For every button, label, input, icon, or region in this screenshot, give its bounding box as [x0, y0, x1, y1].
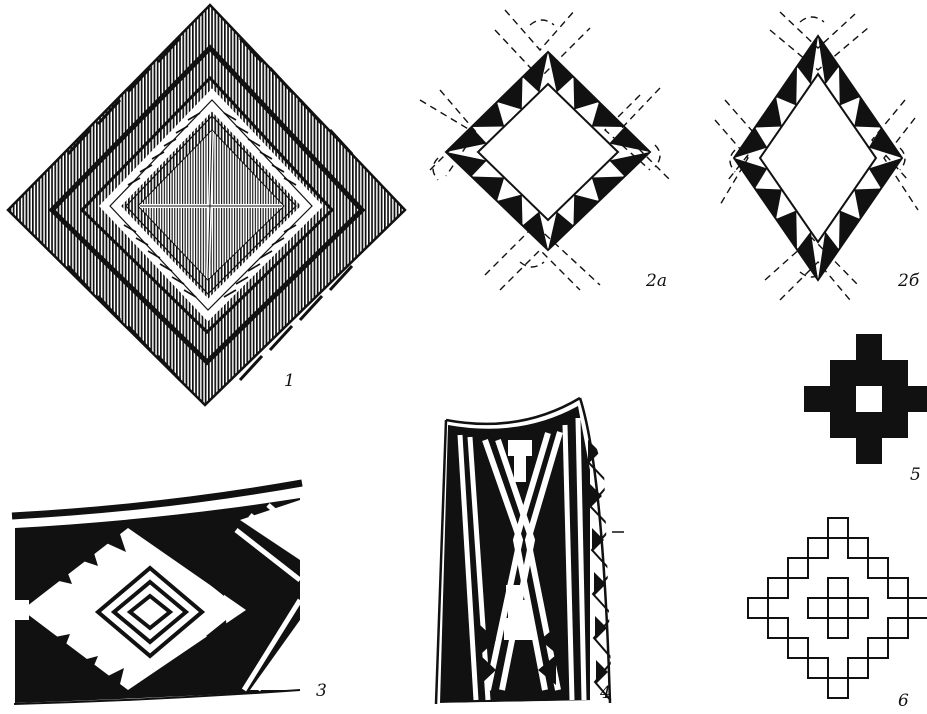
stepped-cross-cell [830, 386, 856, 412]
stepped-cross-cell [856, 412, 882, 438]
stepped-cross-cell [882, 386, 908, 412]
frieze-triangle [497, 77, 523, 110]
stepped-rhombus-cell [828, 578, 848, 598]
frieze-triangle [854, 97, 881, 128]
stepped-rhombus-cell [828, 678, 848, 698]
stepped-rhombus-cell [848, 658, 868, 678]
stepped-rhombus-cell [768, 618, 788, 638]
stepped-cross-cell [830, 412, 856, 438]
frieze-triangle [776, 67, 797, 106]
figure-2a-triangle-rhombus: 2a [420, 10, 670, 291]
figure-6-outlined-stepped-rhombus: 6 [748, 518, 927, 711]
stepped-rhombus-cell [828, 518, 848, 538]
stepped-rhombus-cell [848, 598, 868, 618]
figure-2b-triangle-rhombus: 2б [715, 12, 920, 300]
stepped-rhombus-cell [828, 618, 848, 638]
stepped-cross-cell [908, 386, 927, 412]
stepped-cross-cell [856, 334, 882, 360]
stepped-rhombus-cell [808, 598, 828, 618]
stepped-rhombus-cell [768, 578, 788, 598]
figure-6-label: 6 [898, 691, 909, 711]
stepped-rhombus-cell [848, 538, 868, 558]
frieze-triangle [755, 97, 782, 128]
frieze-triangle [839, 211, 860, 250]
figure-1-label: 1 [284, 371, 295, 391]
stepped-cross-cell [804, 386, 830, 412]
stepped-cross-cell [856, 438, 882, 464]
figure-2b-label: 2б [897, 271, 920, 291]
figure-4-vessel-fragment: 4 [436, 395, 624, 705]
stepped-rhombus-cell [888, 618, 908, 638]
stepped-rhombus-cell [788, 638, 808, 658]
stepped-rhombus-cell [908, 598, 927, 618]
frieze-triangle [472, 177, 505, 202]
stepped-rhombus-cell [808, 538, 828, 558]
frieze-triangle [497, 195, 523, 226]
stepped-cross-cell [830, 360, 856, 386]
stepped-rhombus-cell [808, 658, 828, 678]
figure-5-label: 5 [910, 465, 921, 485]
frieze-triangle [574, 195, 600, 226]
frieze-triangle [854, 189, 881, 220]
frieze-triangle [574, 77, 600, 110]
frieze-triangle [472, 102, 505, 127]
stepped-rhombus-cell [868, 638, 888, 658]
stepped-rhombus-cell [888, 578, 908, 598]
stepped-cross-cell [882, 412, 908, 438]
stepped-rhombus-cell [748, 598, 768, 618]
stepped-cross-cell [882, 360, 908, 386]
figure-4-label: 4 [599, 683, 611, 703]
figure-1-hatched-rhombus: 1 [8, 5, 405, 405]
stepped-cross-cell [856, 360, 882, 386]
stepped-cross-center [856, 386, 882, 412]
stepped-rhombus-cell [868, 558, 888, 578]
figure-3-vessel-band: 3 [10, 480, 327, 710]
frieze-triangle [839, 67, 860, 106]
stepped-rhombus-cell [788, 558, 808, 578]
figure-2a-label: 2a [645, 271, 667, 291]
frieze-triangle [755, 189, 782, 220]
stepped-rhombus-cell [828, 598, 848, 618]
figure-3-label: 3 [316, 681, 327, 701]
frieze-triangle [776, 211, 797, 250]
figure-5-stepped-cross: 5 [804, 334, 927, 485]
frieze-triangle [592, 177, 625, 202]
